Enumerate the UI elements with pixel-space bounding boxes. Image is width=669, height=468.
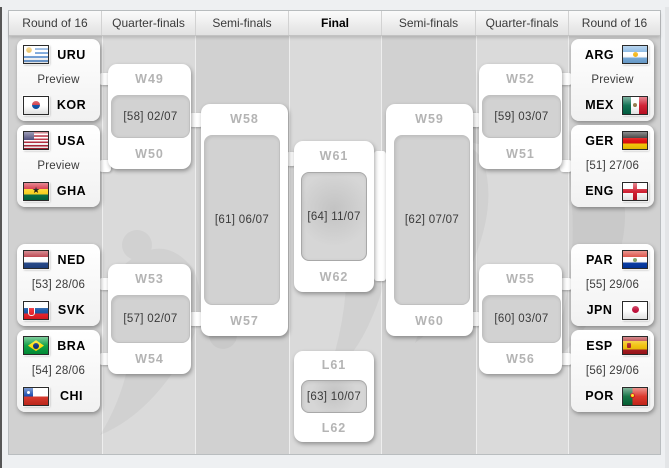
match-preview-link[interactable]: Preview [591, 73, 634, 86]
team-portugal: POR [571, 384, 654, 409]
connector [374, 151, 386, 281]
spain-flag-icon [622, 336, 648, 356]
slot-w54: W54 [135, 352, 164, 366]
connector [189, 113, 203, 127]
final-match-unit: W61 [64] 11/07 W62 [294, 141, 374, 292]
header-semi-finals-right: Semi-finals [382, 11, 476, 35]
match-57-date-box: [57] 02/07 [111, 295, 190, 343]
match-58-date-box: [58] 02/07 [111, 95, 190, 138]
slot-w50: W50 [135, 147, 164, 161]
header-round-of-16-left: Round of 16 [9, 11, 102, 35]
team-spain: ESP [571, 333, 654, 358]
match-esp-por: ESP [56] 29/06 POR [571, 330, 654, 412]
match-62-date-box: [62] 07/07 [394, 135, 470, 305]
slot-w59: W59 [415, 112, 444, 126]
slot-w55: W55 [506, 272, 535, 286]
match-uru-kor: URU Preview KOR [17, 39, 100, 121]
match-preview-link[interactable]: Preview [37, 159, 80, 172]
header-row: Round of 16 Quarter-finals Semi-finals F… [9, 11, 660, 36]
window-left-edge [0, 7, 2, 468]
header-round-of-16-right: Round of 16 [581, 16, 648, 30]
team-netherlands: NED [17, 247, 100, 272]
match-60-date-box: [60] 03/07 [482, 295, 561, 343]
header-quarter-finals-left: Quarter-finals [102, 11, 196, 35]
slot-w52: W52 [506, 72, 535, 86]
ghana-flag-icon [23, 181, 49, 201]
connector [560, 353, 572, 365]
team-mexico: MEX [571, 93, 654, 118]
team-japan: JPN [571, 298, 654, 323]
team-south-korea: KOR [17, 93, 100, 118]
match-info: [53] 28/06 [31, 278, 86, 291]
slot-w60: W60 [415, 314, 444, 328]
chile-flag-icon [23, 386, 49, 406]
connector [560, 278, 572, 290]
brazil-flag-icon [23, 336, 49, 356]
team-england: ENG [571, 179, 654, 204]
team-ghana: GHA [17, 179, 100, 204]
team-argentina: ARG [571, 42, 654, 67]
team-slovakia: SVK [17, 298, 100, 323]
slot-w57: W57 [230, 314, 259, 328]
match-usa-gha: USA Preview GHA [17, 125, 100, 207]
netherlands-flag-icon [23, 250, 49, 270]
team-usa: USA [17, 128, 100, 153]
connector [286, 152, 296, 166]
match-info: [56] 29/06 [585, 364, 640, 377]
quarterfinal-58-unit: W49 [58] 02/07 W50 [108, 64, 191, 169]
match-info: [51] 27/06 [585, 159, 640, 172]
slot-w49: W49 [135, 72, 164, 86]
connector [560, 160, 572, 172]
match-arg-mex: ARG Preview MEX [571, 39, 654, 121]
match-preview-link[interactable]: Preview [37, 73, 80, 86]
match-bra-chi: BRA [54] 28/06 CHI [17, 330, 100, 412]
match-63-date-box: [63] 10/07 [301, 380, 367, 413]
slot-w58: W58 [230, 112, 259, 126]
connector [560, 73, 572, 85]
bracket-panel: Round of 16 Quarter-finals Semi-finals F… [8, 10, 661, 455]
argentina-flag-icon [622, 45, 648, 65]
team-germany: GER [571, 128, 654, 153]
portugal-flag-icon [622, 386, 648, 406]
team-paraguay: PAR [571, 247, 654, 272]
header-quarter-finals-right: Quarter-finals [476, 11, 569, 35]
header-semi-finals-left: Semi-finals [196, 11, 289, 35]
match-61-date-box: [61] 06/07 [204, 135, 280, 305]
match-ger-eng: GER [51] 27/06 ENG [571, 125, 654, 207]
south-korea-flag-icon [23, 95, 49, 115]
quarterfinal-59-unit: W52 [59] 03/07 W51 [479, 64, 562, 169]
uruguay-flag-icon [23, 45, 49, 65]
slot-w62: W62 [319, 270, 349, 284]
slot-w56: W56 [506, 352, 535, 366]
quarterfinal-60-unit: W55 [60] 03/07 W56 [479, 264, 562, 374]
quarterfinal-57-unit: W53 [57] 02/07 W54 [108, 264, 191, 374]
team-chile: CHI [17, 384, 100, 409]
team-uruguay: URU [17, 42, 100, 67]
slot-w61: W61 [319, 149, 349, 163]
slot-w53: W53 [135, 272, 164, 286]
match-64-date-box: [64] 11/07 [301, 172, 367, 261]
connector [189, 312, 203, 326]
match-info: [54] 28/06 [31, 364, 86, 377]
third-place-match-unit: L61 [63] 10/07 L62 [294, 351, 374, 442]
england-flag-icon [622, 181, 648, 201]
semifinal-61-unit: W58 [61] 06/07 W57 [201, 104, 288, 336]
slot-w51: W51 [506, 147, 535, 161]
match-59-date-box: [59] 03/07 [482, 95, 561, 138]
slot-l61: L61 [321, 358, 347, 372]
slovakia-flag-icon [23, 300, 49, 320]
japan-flag-icon [622, 300, 648, 320]
match-ned-svk: NED [53] 28/06 SVK [17, 244, 100, 326]
paraguay-flag-icon [622, 250, 648, 270]
germany-flag-icon [622, 131, 648, 151]
slot-l62: L62 [321, 421, 347, 435]
match-par-jpn: PAR [55] 29/06 JPN [571, 244, 654, 326]
semifinal-62-unit: W59 [62] 07/07 W60 [386, 104, 473, 336]
match-info: [55] 29/06 [585, 278, 640, 291]
window-right-edge [665, 7, 669, 468]
mexico-flag-icon [622, 95, 648, 115]
usa-flag-icon [23, 131, 49, 151]
header-final: Final [289, 11, 382, 35]
team-brazil: BRA [17, 333, 100, 358]
